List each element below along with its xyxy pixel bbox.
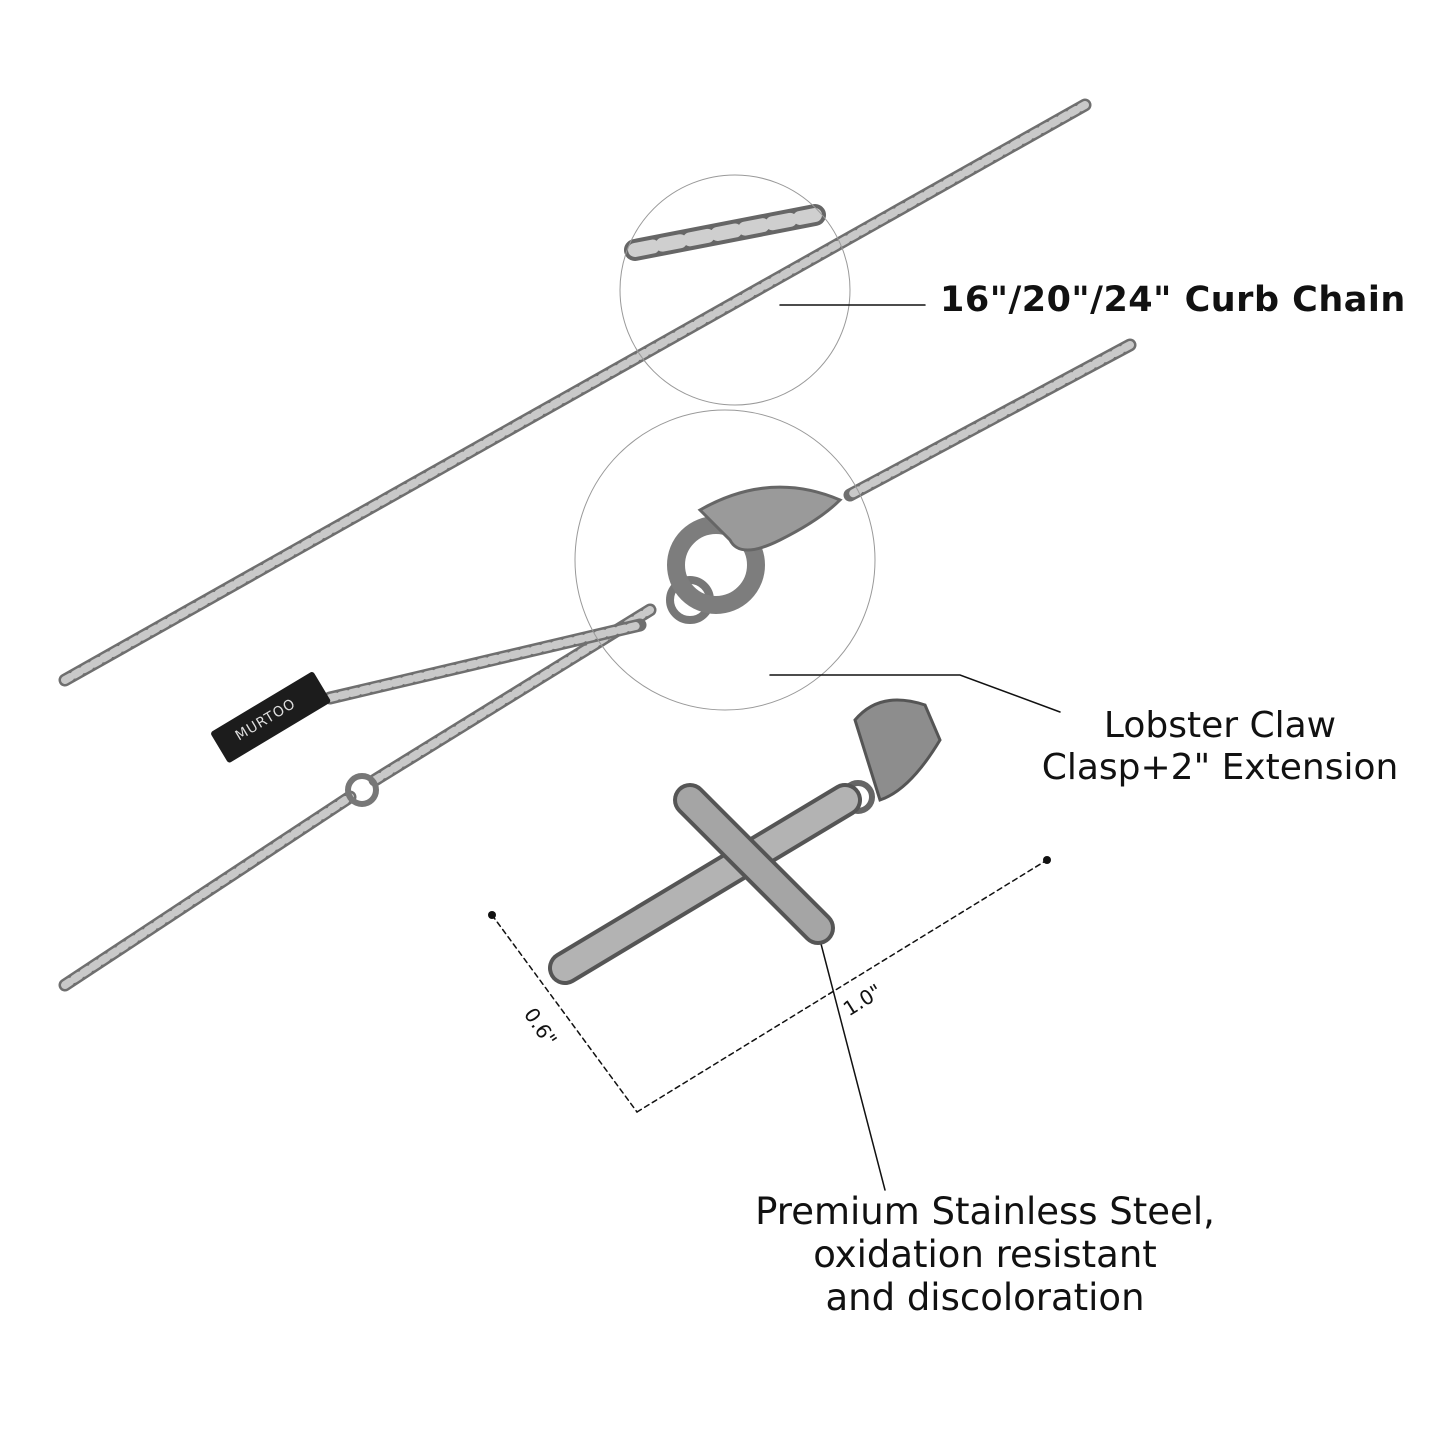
material-callout: Premium Stainless Steel, oxidation resis… bbox=[700, 1190, 1270, 1319]
clasp-zoom-circle bbox=[574, 409, 876, 711]
jump-ring bbox=[345, 773, 379, 807]
clasp-callout: Lobster Claw Clasp+2" Extension bbox=[1030, 705, 1410, 789]
curb-chain bbox=[58, 98, 1137, 992]
material-callout-line2: oxidation resistant bbox=[813, 1233, 1157, 1276]
brand-tag bbox=[211, 672, 331, 763]
chain-zoom-circle bbox=[619, 174, 851, 406]
material-callout-line3: and discoloration bbox=[825, 1276, 1145, 1319]
material-callout-line1: Premium Stainless Steel, bbox=[755, 1190, 1215, 1233]
material-leader-line bbox=[819, 939, 886, 1191]
clasp-callout-line1: Lobster Claw bbox=[1103, 705, 1337, 746]
clasp-leader-line bbox=[769, 674, 1061, 713]
chain-callout: 16"/20"/24" Curb Chain bbox=[940, 280, 1406, 320]
dimension-lines bbox=[491, 859, 1048, 1113]
lobster-clasp bbox=[666, 485, 843, 624]
clasp-callout-line2: Clasp+2" Extension bbox=[1041, 747, 1399, 788]
cross-pendant bbox=[548, 698, 942, 985]
